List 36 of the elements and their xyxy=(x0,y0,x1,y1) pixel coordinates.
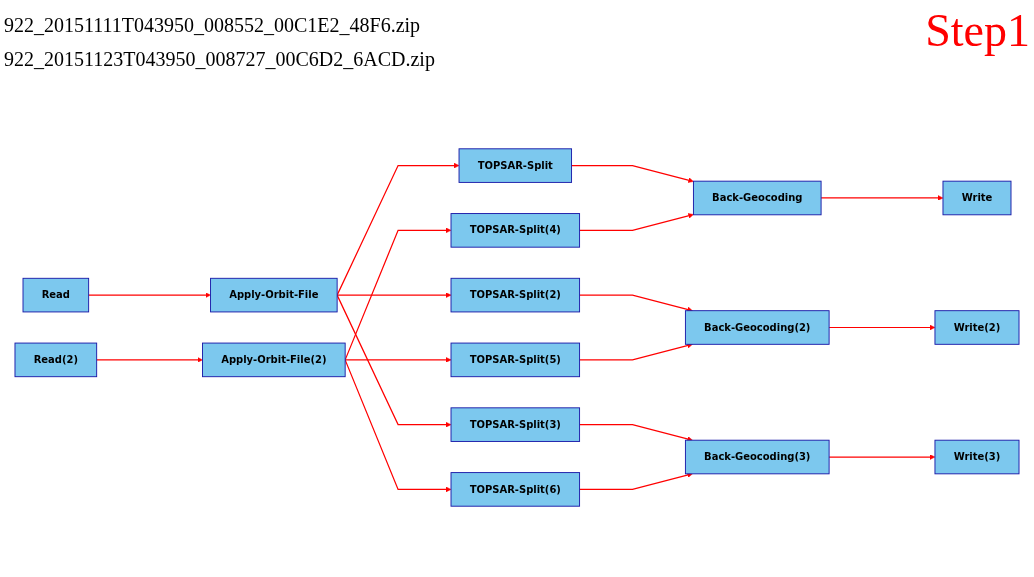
file-name-text: 922_20151111T043950_008552_00C1E2_48F6.zip xyxy=(4,13,422,39)
node-box: Apply-Orbit-File(2) xyxy=(202,342,346,378)
arrow xyxy=(828,454,936,460)
arrow xyxy=(344,227,452,361)
node-box: Write(3) xyxy=(934,439,1020,475)
arrow xyxy=(96,357,203,363)
node-box: Read(2) xyxy=(14,342,98,378)
arrow xyxy=(578,472,693,490)
node-box: Apply-Orbit-File xyxy=(210,277,338,313)
arrow xyxy=(336,292,452,298)
node-box: Read xyxy=(22,277,90,313)
arrow xyxy=(336,294,452,428)
arrow xyxy=(578,424,693,442)
arrow xyxy=(578,213,694,231)
node-box: TOPSAR-Split(5) xyxy=(450,342,581,378)
arrow xyxy=(820,195,944,201)
node-box: TOPSAR-Split xyxy=(458,148,572,183)
arrow xyxy=(578,342,693,361)
node-box: TOPSAR-Split(6) xyxy=(450,472,581,507)
node-box: Write(2) xyxy=(934,310,1020,345)
step-heading: Step1 xyxy=(925,4,1030,57)
file-name-text: 922_20151123T043950_008727_00C6D2_6ACD.zip xyxy=(4,47,435,73)
arrow xyxy=(828,324,936,331)
node-box: Back-Geocoding xyxy=(692,180,822,216)
arrow xyxy=(578,294,693,313)
node-box: TOPSAR-Split(3) xyxy=(450,407,581,442)
arrow xyxy=(344,357,452,363)
node-box: Back-Geocoding(3) xyxy=(684,439,830,475)
arrow xyxy=(336,162,460,296)
arrow xyxy=(570,165,694,183)
arrow xyxy=(88,292,211,298)
node-box: TOPSAR-Split(4) xyxy=(450,213,581,248)
node-box: Write xyxy=(942,180,1012,216)
arrow xyxy=(344,359,452,493)
node-box: Back-Geocoding(2) xyxy=(684,310,830,345)
node-box: TOPSAR-Split(2) xyxy=(450,277,581,313)
